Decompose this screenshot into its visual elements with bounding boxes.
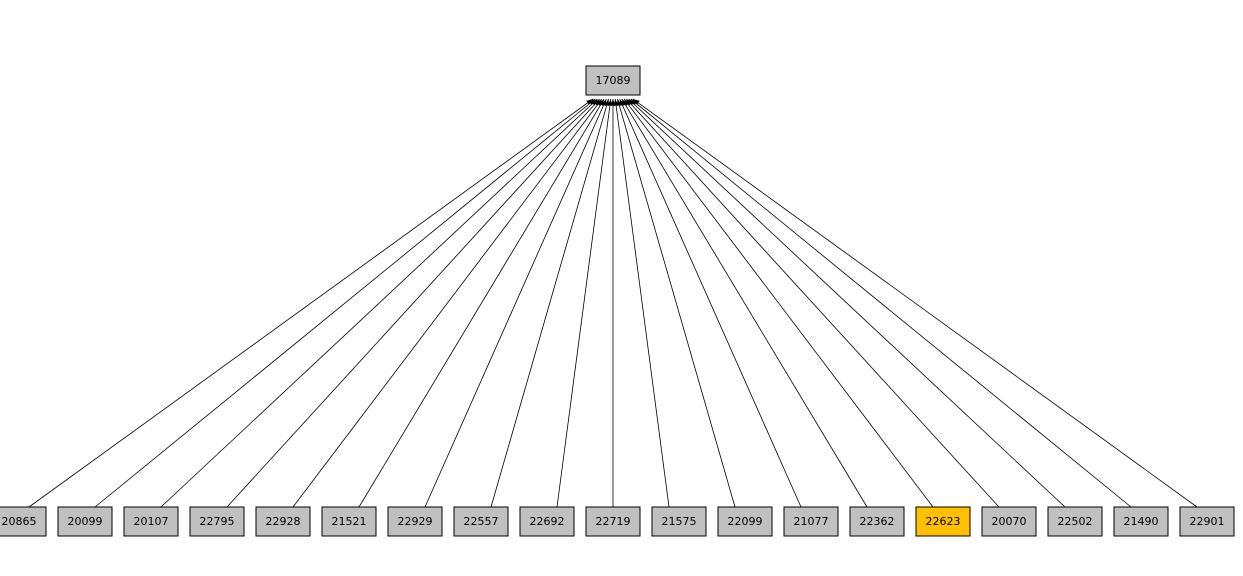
child-node-22362[interactable]: 22362 [849, 506, 905, 537]
child-node-22502-box [1047, 506, 1103, 537]
child-node-21575-box [651, 506, 707, 537]
root-node-box [585, 65, 641, 96]
child-node-20099-label: 20099 [68, 515, 103, 528]
child-node-22928-label: 22928 [266, 515, 301, 528]
child-node-20099-box [57, 506, 113, 537]
edge-22929 [424, 98, 607, 508]
edge-21077 [619, 98, 802, 508]
child-node-21521[interactable]: 21521 [321, 506, 377, 537]
arrowhead-21490 [630, 99, 638, 106]
edge-20070 [626, 98, 1000, 508]
child-node-21521-label: 21521 [332, 515, 367, 528]
child-node-22362-label: 22362 [860, 515, 895, 528]
child-node-22929[interactable]: 22929 [387, 506, 443, 537]
arrowhead-22623 [624, 99, 630, 106]
child-node-22557-label: 22557 [464, 515, 499, 528]
child-node-22557-box [453, 506, 509, 537]
child-node-22623[interactable]: 22623 [915, 506, 971, 537]
child-node-22795-label: 22795 [200, 515, 235, 528]
child-node-22692-box [519, 506, 575, 537]
child-node-22692[interactable]: 22692 [519, 506, 575, 537]
edge-21490 [630, 98, 1132, 508]
edge-20099 [94, 98, 596, 508]
child-node-22928[interactable]: 22928 [255, 506, 311, 537]
child-node-22502-label: 22502 [1058, 515, 1093, 528]
child-node-22099-box [717, 506, 773, 537]
edge-22901 [632, 98, 1198, 508]
child-node-20107-box [123, 506, 179, 537]
child-node-21521-box [321, 506, 377, 537]
edges-layer [28, 98, 1198, 508]
arrowhead-22557 [604, 99, 610, 106]
child-node-21077-label: 21077 [794, 515, 829, 528]
child-node-22928-box [255, 506, 311, 537]
child-node-22719[interactable]: 22719 [585, 506, 641, 537]
arrowhead-22795 [593, 99, 600, 106]
edge-22928 [292, 98, 603, 508]
nodes-layer: 17089 20865 20099 20107 22795 22928 21521 22929… [0, 65, 1235, 537]
child-node-21490-label: 21490 [1124, 515, 1159, 528]
arrowhead-22502 [628, 99, 635, 106]
child-node-21490[interactable]: 21490 [1113, 506, 1169, 537]
child-node-22795-box [189, 506, 245, 537]
child-node-22362-box [849, 506, 905, 537]
child-node-22929-box [387, 506, 443, 537]
child-node-22795[interactable]: 22795 [189, 506, 245, 537]
edge-20865 [28, 98, 594, 508]
child-node-22901-label: 22901 [1190, 515, 1225, 528]
edge-22557 [490, 98, 609, 508]
child-node-21490-box [1113, 506, 1169, 537]
child-node-22719-box [585, 506, 641, 537]
arrowhead-22928 [596, 99, 602, 106]
child-node-22623-label: 22623 [926, 515, 961, 528]
child-node-20865[interactable]: 20865 [0, 506, 47, 537]
child-node-22692-label: 22692 [530, 515, 565, 528]
child-node-21077-box [783, 506, 839, 537]
child-node-20070-label: 20070 [992, 515, 1027, 528]
child-node-20099[interactable]: 20099 [57, 506, 113, 537]
edge-22362 [621, 98, 868, 508]
child-node-22623-box [915, 506, 971, 537]
edge-22099 [617, 98, 736, 508]
child-node-22901-box [1179, 506, 1235, 537]
child-node-22719-label: 22719 [596, 515, 631, 528]
child-node-22929-label: 22929 [398, 515, 433, 528]
arrowhead-20070 [626, 99, 633, 106]
child-node-20070[interactable]: 20070 [981, 506, 1037, 537]
child-node-22557[interactable]: 22557 [453, 506, 509, 537]
child-node-20107-label: 20107 [134, 515, 169, 528]
child-node-21575-label: 21575 [662, 515, 697, 528]
root-node[interactable]: 17089 [585, 65, 641, 96]
edge-21575 [614, 98, 670, 508]
child-node-22099[interactable]: 22099 [717, 506, 773, 537]
edge-22692 [556, 98, 612, 508]
edge-21521 [358, 98, 605, 508]
edge-22623 [623, 98, 934, 508]
child-node-22901[interactable]: 22901 [1179, 506, 1235, 537]
child-node-21077[interactable]: 21077 [783, 506, 839, 537]
arrowhead-22692 [607, 99, 613, 106]
edge-22502 [628, 98, 1066, 508]
root-node-label: 17089 [596, 74, 631, 87]
child-node-20070-box [981, 506, 1037, 537]
child-node-20107[interactable]: 20107 [123, 506, 179, 537]
arrowhead-22901 [633, 99, 640, 105]
child-node-20865-box [0, 506, 47, 537]
edge-20107 [160, 98, 598, 508]
child-node-22099-label: 22099 [728, 515, 763, 528]
child-node-22502[interactable]: 22502 [1047, 506, 1103, 537]
child-node-20865-label: 20865 [2, 515, 37, 528]
child-node-21575[interactable]: 21575 [651, 506, 707, 537]
edge-22795 [226, 98, 600, 508]
